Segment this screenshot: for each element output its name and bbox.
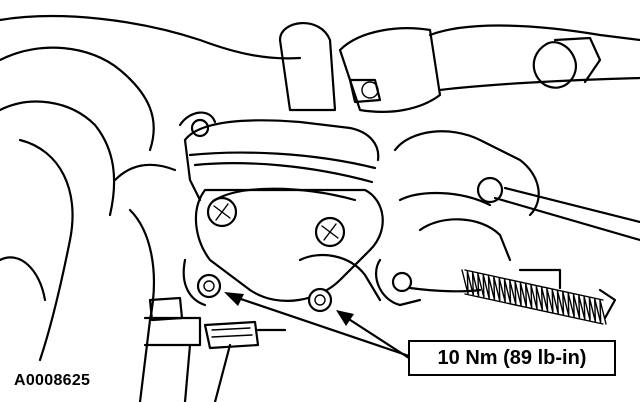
lower-hardware	[143, 296, 287, 402]
figure-id-label: A0008625	[14, 372, 91, 389]
upper-housing	[278, 22, 640, 113]
callout-arrow-left	[224, 292, 417, 360]
bracket-bolt-right	[307, 287, 333, 313]
throttle-body-bracket	[182, 187, 384, 307]
intake-manifold-outline	[0, 14, 302, 402]
torque-spec-label: 10 Nm (89 lb-in)	[437, 346, 587, 369]
tube-bracket	[178, 111, 380, 202]
return-spring	[461, 268, 617, 325]
callout-arrow-right	[336, 310, 414, 362]
bracket-bolt-left	[196, 273, 222, 299]
torque-callout-box: 10 Nm (89 lb-in)	[408, 340, 616, 376]
throttle-linkage	[375, 130, 640, 307]
